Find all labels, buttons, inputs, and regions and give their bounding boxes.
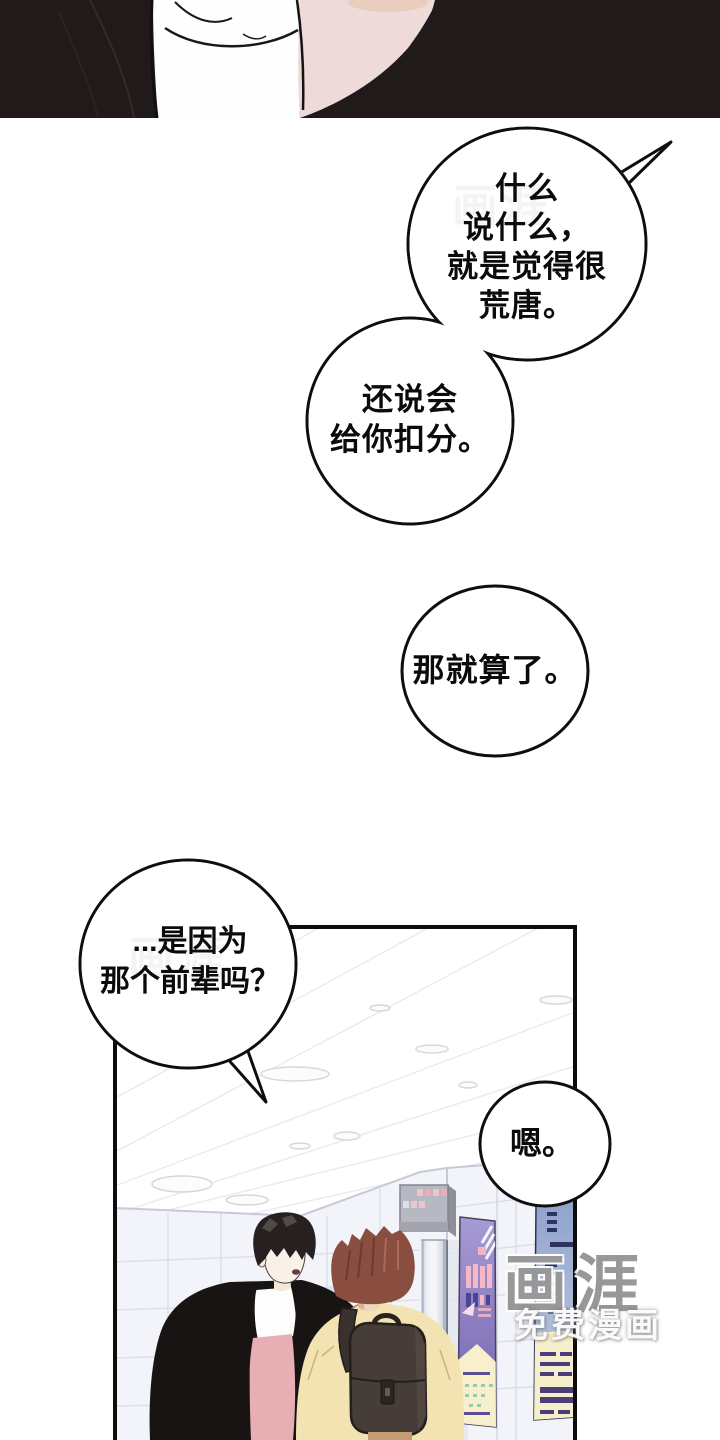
neck-skin <box>348 0 428 12</box>
speech-bubble-1-text: 什么 说什么， 就是觉得很 荒唐。 <box>447 171 607 323</box>
poster-purple <box>457 1216 497 1428</box>
speech-bubble-1-shape <box>305 126 673 526</box>
watermark-ghost: 画涯 <box>128 932 228 984</box>
backpack <box>338 1307 428 1437</box>
character-right <box>296 1226 464 1440</box>
watermark-logo: 画涯 <box>503 1249 647 1321</box>
pink-shirt <box>248 1334 296 1440</box>
watermark-ghost: 画涯 <box>452 180 552 232</box>
speech-bubble-3-shape <box>400 584 590 758</box>
speech-bubble-2-text: 还说会 给你扣分。 <box>330 382 490 457</box>
backpack-handle <box>371 1313 402 1326</box>
collar-line <box>164 26 299 48</box>
speech-bubble-5-text: 嗯。 <box>509 1125 575 1161</box>
elevator-indicator <box>399 1184 456 1237</box>
watermark-subtitle: 免费漫画 <box>514 1307 662 1345</box>
speech-bubble-5-shape <box>478 1080 612 1208</box>
speech-bubble-3-text: 那就算了。 <box>412 652 578 688</box>
speech-bubble-4-shape <box>78 858 298 1104</box>
mouth <box>292 1269 300 1275</box>
shirt-shaded <box>298 0 435 118</box>
white-tee <box>254 1287 296 1340</box>
white-shirt <box>153 0 300 118</box>
poster-blue <box>533 1198 573 1421</box>
speech-bubble-4-text: ...是因为 那个前辈吗？ <box>100 925 280 998</box>
top-panel-art <box>0 0 720 118</box>
